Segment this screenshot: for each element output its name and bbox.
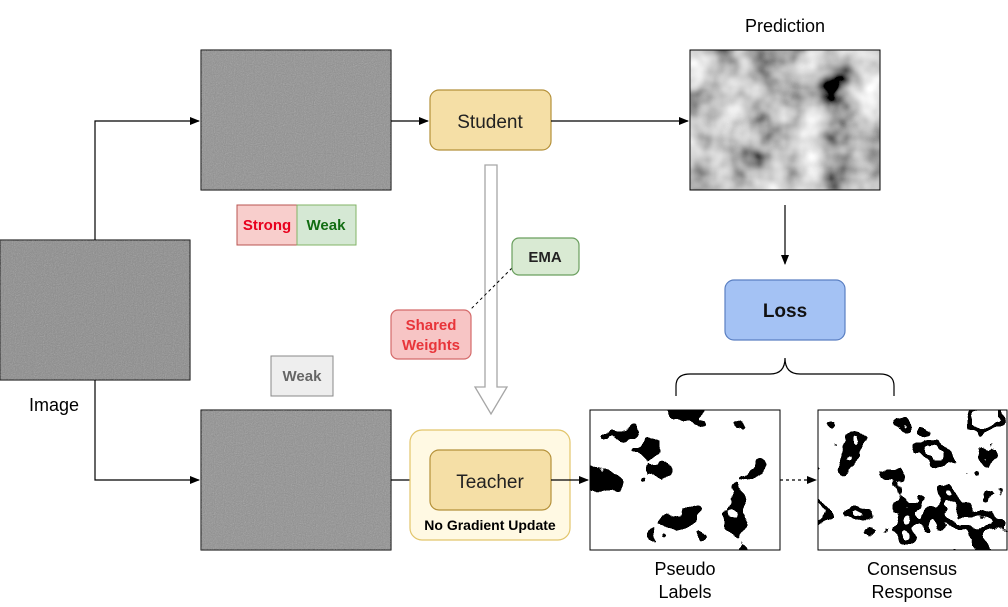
strong-augmented-image: [200, 49, 392, 191]
no-gradient-label: No Gradient Update: [424, 517, 556, 533]
student-node: [429, 89, 552, 151]
prediction-image: [689, 49, 881, 191]
shared-weights-label-1: Shared: [406, 317, 457, 334]
curly-brace: [675, 357, 895, 396]
consensus-response-image: [817, 409, 1008, 551]
shared-weights-node: [390, 309, 472, 360]
image-label: Image: [29, 395, 79, 415]
ema-shared-dashed-link: [469, 267, 513, 311]
arrow-image-to-strong: [94, 117, 200, 240]
weak-tag-bottom: Weak: [270, 355, 334, 397]
consensus-label-1: Consensus: [867, 559, 957, 579]
teacher-label: Teacher: [456, 472, 524, 493]
student-label: Student: [457, 112, 523, 133]
weak-augmented-image: [200, 409, 392, 551]
ema-node: [511, 237, 580, 276]
loss-label: Loss: [763, 301, 807, 322]
loss-node: [724, 279, 846, 341]
weak-tag-label-bottom: Weak: [283, 368, 323, 385]
input-image: [0, 239, 191, 381]
strong-tag-label: Strong: [243, 217, 291, 234]
consensus-label-2: Response: [871, 582, 952, 602]
shared-weights-label-2: Weights: [402, 337, 460, 354]
ema-label: EMA: [528, 249, 562, 266]
prediction-label: Prediction: [745, 16, 825, 36]
weak-tag-label-top: Weak: [307, 217, 347, 234]
pseudo-labels-image: [589, 409, 781, 551]
arrow-image-to-weak: [94, 380, 200, 484]
strong-weak-tag: Strong Weak: [236, 204, 357, 246]
pseudo-labels-label-1: Pseudo: [654, 559, 715, 579]
pseudo-labels-label-2: Labels: [658, 582, 711, 602]
